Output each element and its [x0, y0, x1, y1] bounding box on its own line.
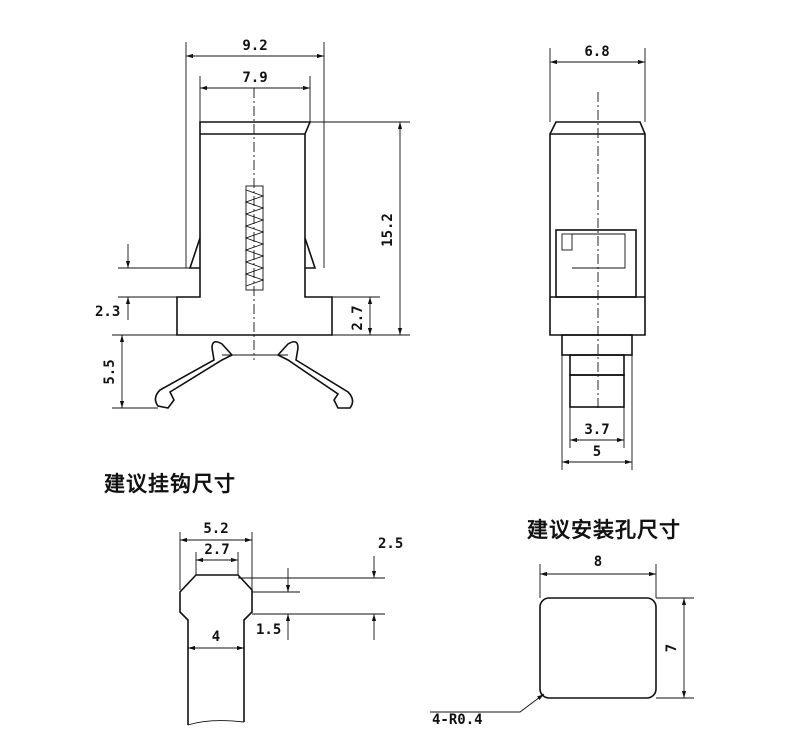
front-body-outline — [176, 121, 333, 336]
dim-width-inner: 7.9 — [242, 70, 267, 86]
dim-hole-width: 8 — [594, 554, 602, 570]
dim-hook-neck: 4 — [212, 629, 220, 645]
front-view: 9.2 7.9 15.2 2.7 2.3 5.5 — [95, 38, 410, 409]
hook-dimensions: 5.2 2.7 4 2.5 1.5 — [179, 521, 403, 651]
dim-side-width-inner: 3.7 — [584, 422, 609, 438]
dim-hook-top-outer: 5.2 — [203, 521, 228, 537]
front-dimensions: 9.2 7.9 15.2 2.7 2.3 5.5 — [95, 38, 410, 409]
spring-box — [245, 185, 264, 291]
hook-outline — [179, 574, 253, 725]
hook-break-line — [187, 720, 245, 726]
side-latch — [561, 233, 573, 251]
dim-flange-step: 2.3 — [95, 304, 120, 320]
hook-size-heading: 建议挂钩尺寸 — [104, 472, 236, 496]
side-body-outline — [549, 121, 646, 336]
left-clip-leg — [154, 340, 234, 409]
right-clip-leg — [276, 340, 354, 409]
dim-flange-height: 2.7 — [350, 305, 366, 330]
spring-coil — [244, 189, 265, 287]
dim-height-total: 15.2 — [380, 213, 396, 247]
dim-width-outer: 9.2 — [242, 38, 267, 54]
dim-hook-height-a: 2.5 — [378, 536, 403, 552]
front-right-tab — [304, 237, 317, 269]
front-left-tab — [188, 237, 201, 269]
side-view: 6.8 3.7 5 — [549, 44, 646, 470]
dim-hook-height-b: 1.5 — [256, 622, 281, 638]
dim-hook-top-inner: 2.7 — [204, 542, 229, 558]
side-stem-lower — [569, 374, 625, 408]
hole-size-heading: 建议安装孔尺寸 — [527, 518, 681, 542]
side-stem-upper — [561, 334, 633, 356]
side-latch-slot — [572, 233, 626, 269]
dim-side-width-outer: 5 — [593, 444, 601, 460]
mounting-hole-outline — [539, 597, 657, 699]
dim-side-width: 6.8 — [584, 44, 609, 60]
hole-detail: 8 7 4-R0.4 — [430, 554, 694, 728]
side-window — [555, 229, 637, 298]
side-stem-mid — [569, 354, 625, 376]
hole-dimensions: 8 7 4-R0.4 — [430, 554, 694, 728]
radius-leader — [430, 693, 545, 713]
dim-hole-height: 7 — [664, 644, 680, 652]
dim-clip-height: 5.5 — [102, 359, 118, 384]
side-dimensions: 6.8 3.7 5 — [549, 44, 646, 470]
dim-hole-radius: 4-R0.4 — [432, 712, 483, 728]
hook-detail: 5.2 2.7 4 2.5 1.5 — [179, 521, 403, 726]
